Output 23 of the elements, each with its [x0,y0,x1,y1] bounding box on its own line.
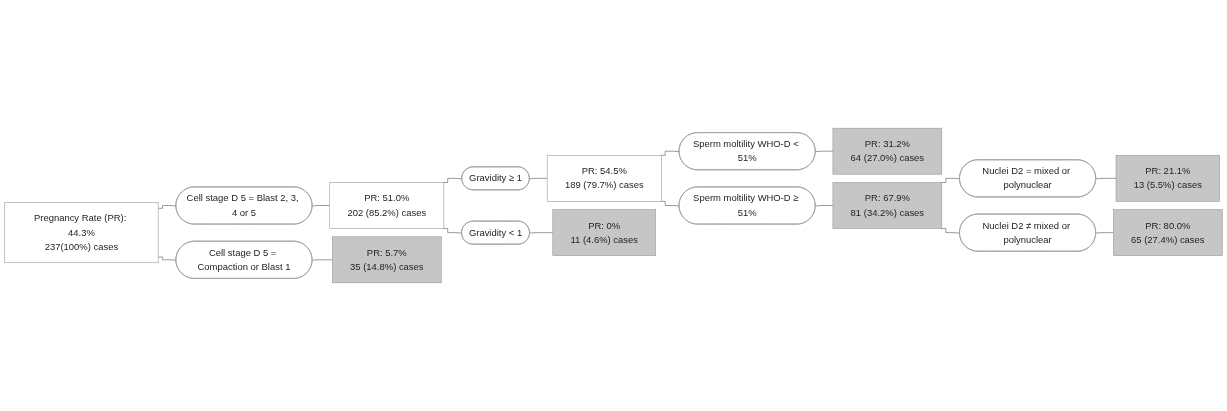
node-box: PR: 51.0% 202 (85.2%) cases [329,182,445,229]
node-box: PR: 21.1% 13 (5.5%) cases [1115,155,1220,202]
connector [659,150,680,156]
connector [1095,178,1117,179]
node-box: PR: 80.0% 65 (27.4%) cases [1113,209,1223,256]
connector [312,259,333,261]
connector [157,205,177,209]
node-box: PR: 5.7% 35 (14.8%) cases [332,236,442,284]
node-box: Pregnancy Rate (PR): 44.3% 237(100%) cases [4,202,159,264]
node-box: PR: 67.9% 81 (34.2%) cases [832,182,943,229]
connector [157,256,177,261]
connector [940,228,961,234]
connector [940,178,961,183]
connector [815,150,834,152]
connector [815,205,834,207]
connector [529,178,548,179]
node-box: PR: 31.2% 64 (27.0%) cases [832,127,943,175]
connector [659,201,680,207]
connector [529,232,554,234]
node-box: PR: 0% 11 (4.6%) cases [552,209,656,256]
connector [312,205,331,207]
node-box: PR: 54.5% 189 (79.7%) cases [546,155,662,202]
connector [1095,232,1114,234]
